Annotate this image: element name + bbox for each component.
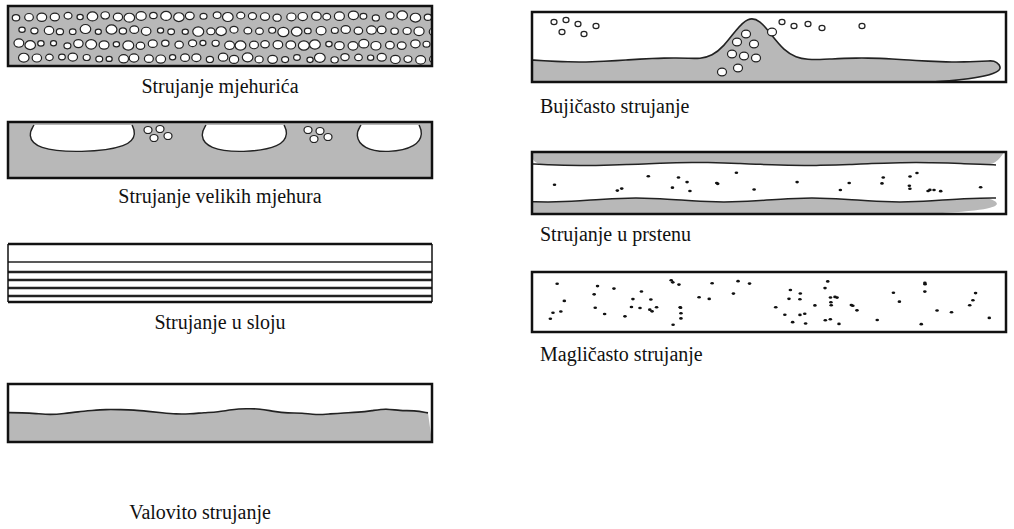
flow-regime-caption: Strujanje mjehurića <box>137 74 302 98</box>
wavy-flow <box>8 384 432 442</box>
pipe-wall <box>8 6 432 66</box>
flow-regime-caption: Strujanje u sloju <box>150 310 289 334</box>
bubbly-flow <box>8 6 439 66</box>
flow-regime-caption: Strujanje velikih mjehura <box>114 184 325 208</box>
flow-regime-caption: Strujanje u prstenu <box>536 222 695 246</box>
pipe-wall <box>532 12 1006 82</box>
pipe-wall <box>532 272 1006 332</box>
plug-flow <box>8 122 432 178</box>
stratified-flow <box>8 244 432 302</box>
annular-flow <box>532 149 1006 217</box>
pipe-wall <box>8 384 432 442</box>
flow-regime-caption: Valovito strujanje <box>125 500 275 524</box>
pipe-wall <box>532 152 1006 214</box>
pipe-wall <box>8 122 432 178</box>
mist-flow <box>532 272 1006 332</box>
slug-flow <box>532 12 1006 87</box>
flow-regime-caption: Magličasto strujanje <box>536 342 707 366</box>
flow-regime-caption: Bujičasto strujanje <box>536 94 693 118</box>
